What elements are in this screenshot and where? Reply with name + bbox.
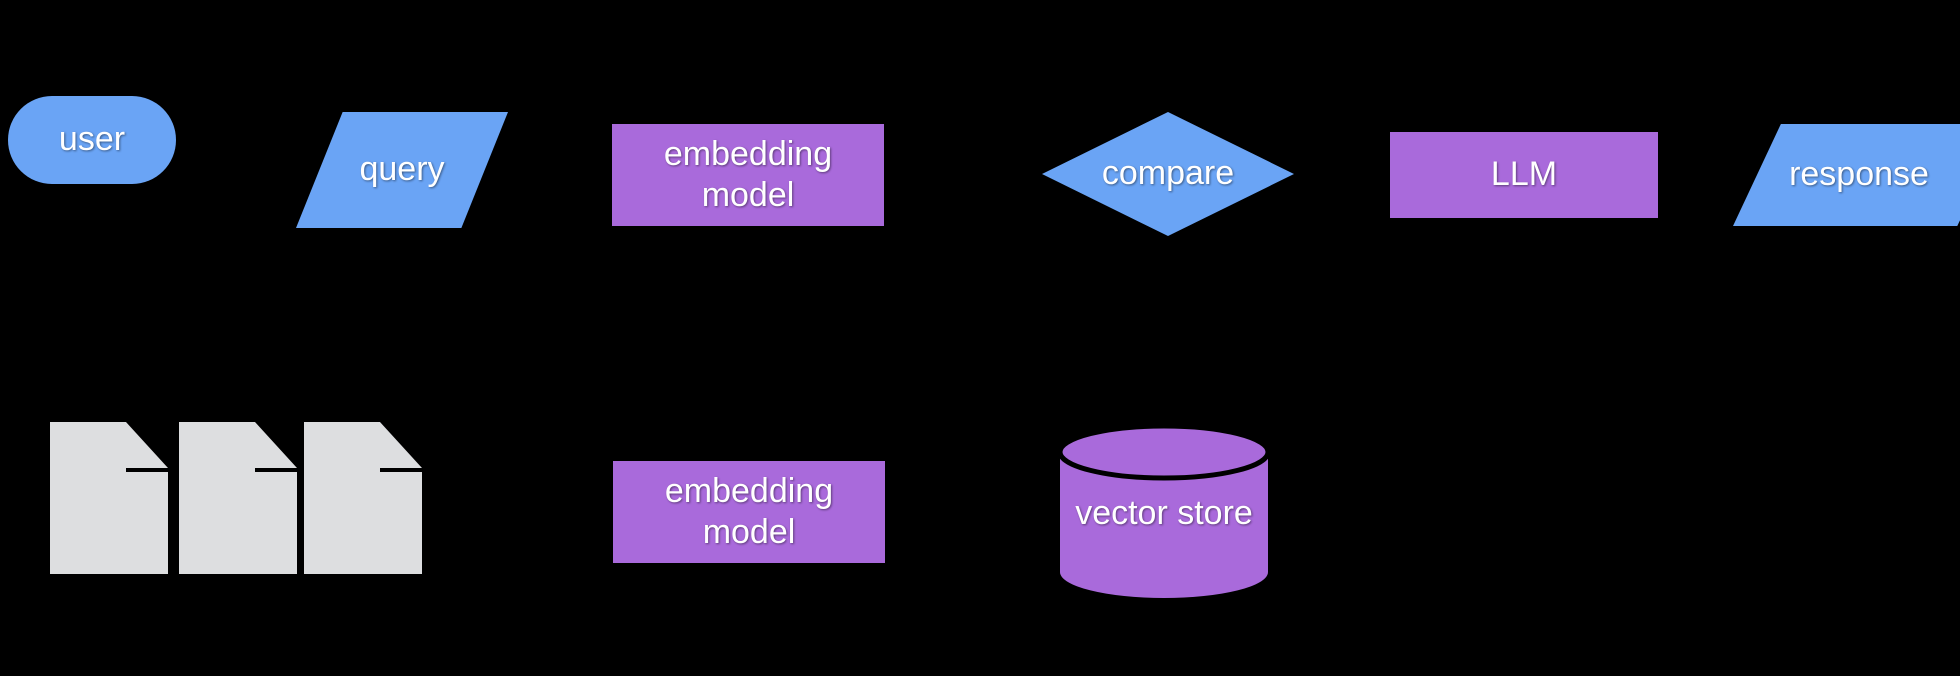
- document-icon: [304, 422, 422, 574]
- node-embedding-model-docs[interactable]: embedding model: [613, 461, 885, 563]
- cylinder-icon: [1060, 426, 1268, 598]
- node-llm-label: LLM: [1490, 155, 1558, 194]
- node-response-label: response: [1789, 155, 1929, 194]
- node-embedding-model-query-label: embedding model: [663, 134, 833, 214]
- node-embedding-model-docs-label: embedding model: [664, 471, 834, 551]
- node-document-3[interactable]: [304, 422, 422, 574]
- node-embedding-model-query[interactable]: embedding model: [612, 124, 884, 226]
- node-query[interactable]: query: [296, 112, 508, 228]
- node-llm[interactable]: LLM: [1390, 132, 1658, 218]
- node-user-label: user: [58, 120, 126, 159]
- node-document-1[interactable]: [50, 422, 168, 574]
- document-icon: [179, 422, 297, 574]
- node-document-2[interactable]: [179, 422, 297, 574]
- node-compare-label: compare: [1101, 154, 1235, 193]
- document-icon: [50, 422, 168, 574]
- node-vector-store[interactable]: vector store: [1060, 426, 1268, 598]
- node-user[interactable]: user: [8, 96, 176, 184]
- node-compare-text: compare: [1042, 112, 1294, 236]
- node-response[interactable]: response: [1733, 124, 1960, 226]
- node-query-label: query: [359, 150, 445, 189]
